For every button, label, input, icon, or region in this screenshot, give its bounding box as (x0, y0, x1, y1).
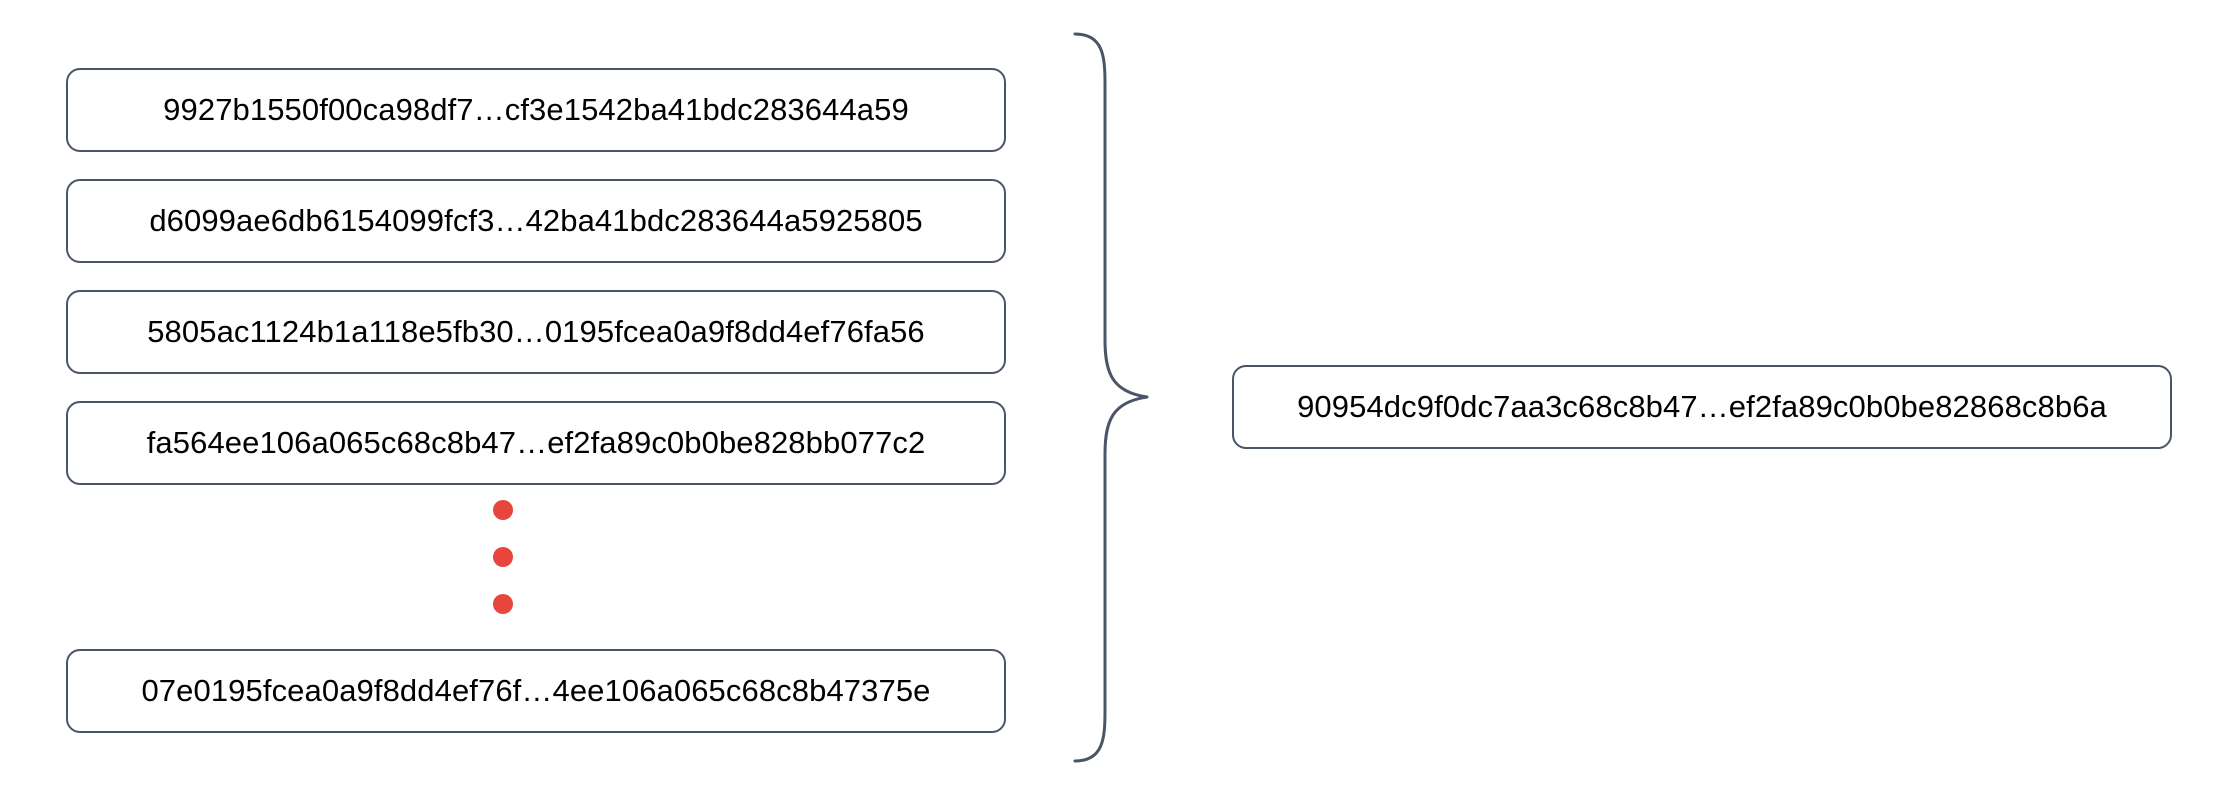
input-hash-label-3: 5805ac1124b1a118e5fb30…0195fcea0a9f8dd4e… (147, 314, 925, 349)
vertical-ellipsis-icon (493, 500, 523, 626)
input-hash-box-3[interactable]: 5805ac1124b1a118e5fb30…0195fcea0a9f8dd4e… (66, 290, 1006, 374)
input-hash-label-4: fa564ee106a065c68c8b47…ef2fa89c0b0be828b… (146, 425, 926, 460)
output-hash-label: 90954dc9f0dc7aa3c68c8b47…ef2fa89c0b0be82… (1297, 389, 2107, 424)
input-hash-box-2[interactable]: d6099ae6db6154099fcf3…42ba41bdc283644a59… (66, 179, 1006, 263)
curly-brace-svg (1073, 32, 1149, 763)
input-hash-box-1[interactable]: 9927b1550f00ca98df7…cf3e1542ba41bdc28364… (66, 68, 1006, 152)
curly-brace-icon (1055, 30, 1165, 765)
output-hash-box[interactable]: 90954dc9f0dc7aa3c68c8b47…ef2fa89c0b0be82… (1232, 365, 2172, 449)
input-hash-label-last: 07e0195fcea0a9f8dd4ef76f…4ee106a065c68c8… (141, 673, 931, 708)
input-hash-box-4[interactable]: fa564ee106a065c68c8b47…ef2fa89c0b0be828b… (66, 401, 1006, 485)
ellipsis-dot-1 (493, 500, 513, 520)
ellipsis-dot-3 (493, 594, 513, 614)
input-hash-box-last[interactable]: 07e0195fcea0a9f8dd4ef76f…4ee106a065c68c8… (66, 649, 1006, 733)
ellipsis-dot-2 (493, 547, 513, 567)
input-hash-label-2: d6099ae6db6154099fcf3…42ba41bdc283644a59… (149, 203, 923, 238)
input-hash-label-1: 9927b1550f00ca98df7…cf3e1542ba41bdc28364… (163, 92, 909, 127)
